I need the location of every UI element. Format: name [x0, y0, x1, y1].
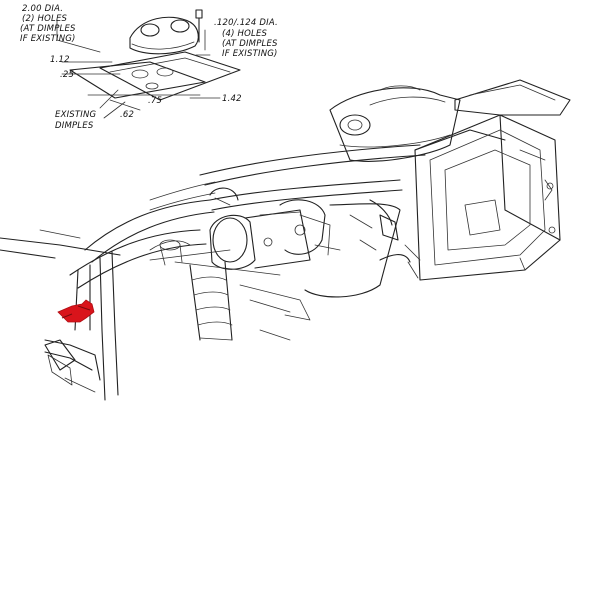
dim-0-75: .75 — [148, 96, 162, 106]
hole-b-line4: IF EXISTING) — [222, 49, 278, 59]
template-detail — [56, 9, 241, 119]
fender-bracket — [0, 229, 121, 393]
hole-a-line1: 2.00 DIA. — [22, 4, 63, 14]
heater-box — [414, 79, 571, 281]
annotation-group: 2.00 DIA. (2) HOLES (AT DIMPLES IF EXIST… — [20, 4, 278, 131]
coil-spring — [159, 239, 311, 341]
dim-1-42: 1.42 — [222, 94, 242, 104]
dim-1-12: 1.12 — [50, 55, 70, 65]
hole-a-line2: (2) HOLES — [22, 14, 68, 24]
hole-b-line1: .120/.124 DIA. — [214, 18, 278, 28]
hole-a-line4: IF EXISTING) — [20, 34, 76, 44]
highlighted-fitting — [57, 299, 95, 323]
dim-0-62: .62 — [120, 110, 134, 120]
hose-lines — [44, 144, 426, 401]
hole-b-line3: (AT DIMPLES — [222, 39, 278, 49]
hole-b-line2: (4) HOLES — [222, 29, 268, 39]
pump-assembly — [209, 187, 341, 270]
existing-dimples-line2: DIMPLES — [55, 121, 94, 131]
engine-block — [149, 199, 421, 298]
dim-0-25: .25 — [60, 70, 74, 80]
upper-tank — [329, 85, 461, 162]
hole-a-line3: (AT DIMPLES — [20, 24, 76, 34]
existing-dimples-line1: EXISTING — [55, 110, 97, 120]
